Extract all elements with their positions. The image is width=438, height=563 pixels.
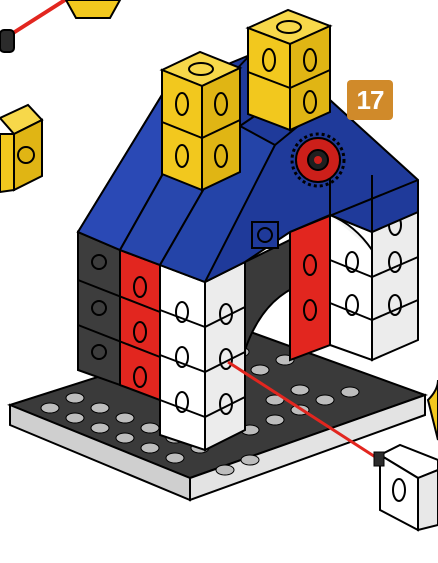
yellow-chimney-left bbox=[162, 52, 240, 190]
yellow-chimney-right bbox=[248, 10, 330, 130]
front-pillar bbox=[160, 262, 245, 450]
right-wall bbox=[290, 212, 418, 360]
loose-yellow-block bbox=[0, 105, 42, 192]
top-left-connector-peg bbox=[0, 0, 120, 52]
step-number-badge: 17 bbox=[347, 80, 393, 120]
